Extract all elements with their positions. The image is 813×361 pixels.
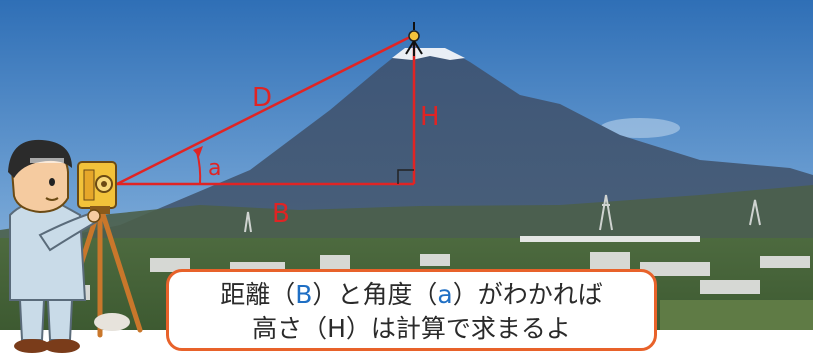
landscape-photo	[0, 0, 813, 330]
mouth	[45, 197, 59, 201]
snow-cap	[392, 48, 465, 60]
total-station-icon	[77, 161, 117, 214]
line-d	[116, 33, 415, 186]
caption-text: ）がわかれば	[452, 280, 603, 309]
caption-text: ）と角度（	[312, 280, 438, 309]
caption-line-1: 距離（B）と角度（a）がわかれば	[169, 278, 654, 312]
measurement-diagram: D H a B	[116, 22, 440, 229]
right-angle-marker	[397, 169, 414, 184]
eye	[49, 178, 55, 186]
caption-line-2: 高さ（H）は計算で求まるよ	[252, 314, 571, 343]
field	[660, 300, 813, 330]
shoe	[44, 339, 80, 353]
caption-highlight-a: a	[437, 280, 453, 309]
body	[9, 200, 87, 301]
cloud	[600, 118, 680, 138]
surveyor-character	[8, 139, 143, 353]
label-b: B	[272, 199, 290, 229]
leg	[18, 299, 46, 341]
angle-arrow-icon	[193, 146, 203, 157]
power-pylons	[244, 194, 761, 233]
caption-highlight-b: B	[295, 280, 313, 309]
label-a: a	[208, 156, 221, 181]
label-d: D	[252, 83, 272, 113]
rock	[94, 313, 130, 331]
headband	[30, 158, 64, 163]
label-h: H	[420, 102, 440, 132]
hand	[87, 209, 101, 223]
caption-text: 距離（	[220, 280, 296, 309]
caption-speech-box: 距離（B）と角度（a）がわかれば 高さ（H）は計算で求まるよ	[166, 269, 657, 351]
shoe	[14, 339, 50, 353]
prism-target-icon	[405, 22, 423, 56]
leg	[46, 299, 74, 341]
